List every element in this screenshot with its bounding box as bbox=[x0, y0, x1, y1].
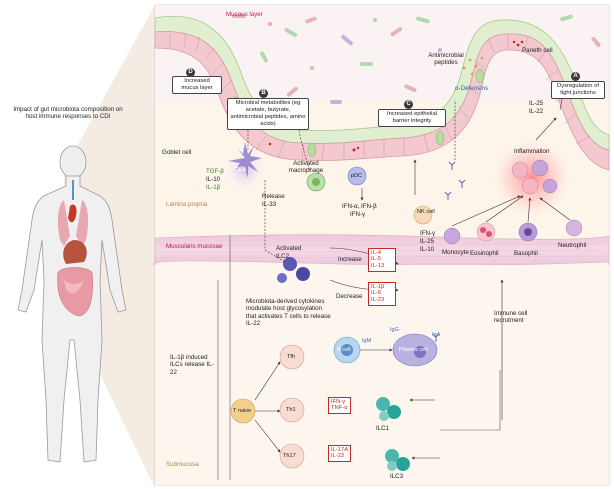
ilc1-label: ILC1 bbox=[376, 425, 390, 432]
monocyte-label: Monocyte bbox=[442, 249, 469, 256]
il25-top: IL-25 bbox=[529, 100, 544, 107]
t-naive-label: T naive bbox=[233, 408, 252, 414]
mucous-layer-label: Mucous layer bbox=[226, 11, 263, 18]
basophil-label: Basophil bbox=[514, 250, 538, 257]
ilc2-cell-label: ILC2 bbox=[305, 286, 317, 292]
il22-top: IL-22 bbox=[529, 108, 544, 115]
nk-label: NK cell bbox=[417, 209, 435, 215]
increase-label: Increase bbox=[338, 256, 362, 263]
neutrophil bbox=[565, 219, 583, 237]
submucosa-label: Submucosa bbox=[166, 461, 199, 468]
il10-label: IL-10 bbox=[206, 176, 221, 183]
tgf-label: TGF-β bbox=[206, 168, 224, 175]
box-microbial-metabolites: Microbial metabolites (eg acetate, butyr… bbox=[227, 98, 309, 130]
ilc2-activated-label: ILC2 bbox=[276, 253, 290, 260]
box-increased-mucus: Increased mucus layer bbox=[172, 76, 222, 94]
nk-il25: IL-25 bbox=[420, 238, 435, 245]
nk-cell bbox=[413, 205, 433, 225]
th17-label: Th17 bbox=[283, 453, 296, 459]
b-cell-label: B cell bbox=[337, 347, 351, 353]
box-epithelial-barrier: Increased epithelial barrier integrity bbox=[378, 109, 446, 127]
th17-cell bbox=[279, 443, 305, 469]
goblet-cell-label: Goblet cell bbox=[162, 149, 192, 156]
tfh-label: Tfh bbox=[287, 354, 296, 360]
recruitment-text: Immune cell recrutment bbox=[494, 310, 528, 325]
macrophage-label: Activated macrophage bbox=[288, 160, 324, 175]
badge-c: C bbox=[404, 100, 413, 109]
neutrophil-label: Neutrophil bbox=[558, 242, 587, 249]
goblet-cell-4 bbox=[475, 68, 485, 84]
decrease-label: Decrease bbox=[336, 293, 363, 300]
pdc-cell bbox=[347, 166, 367, 186]
pdc-label: pDC bbox=[351, 173, 363, 179]
il1b-label: IL-1β bbox=[206, 184, 221, 191]
goblet-cell-2 bbox=[307, 142, 317, 158]
ifn-alpha-beta: IFN-α, IFN-β bbox=[342, 203, 377, 210]
ilc3-label: ILC3 bbox=[390, 473, 404, 480]
muscularis-label: Muscularis mucosae bbox=[166, 243, 223, 250]
nk-il10: IL-10 bbox=[420, 246, 435, 253]
epithelium-layer bbox=[154, 31, 610, 171]
dcs-label: DCs bbox=[234, 166, 247, 173]
goblet-cell-3 bbox=[435, 130, 445, 146]
bacteria-group bbox=[232, 14, 601, 104]
lamina-propria-label: Lamina propria bbox=[166, 201, 208, 208]
box-tight-junctions: Dysregulation of tight junctions bbox=[551, 81, 605, 99]
microbiota-cytokines-text: Microbiota-derived cytokines modulate ho… bbox=[246, 298, 331, 328]
il33-label: IL-33 bbox=[262, 201, 277, 208]
paneth-cell-label: Paneth cell bbox=[522, 47, 553, 54]
badge-a: A bbox=[571, 72, 580, 81]
monocyte bbox=[443, 227, 461, 245]
plasma-cell-label: Plasma cell bbox=[399, 347, 428, 353]
iga-label: IgA bbox=[432, 332, 441, 338]
ifn-gamma-pdc: IFN-γ bbox=[350, 211, 366, 218]
antimicrobial-label: Antimicrobial peptides bbox=[428, 52, 464, 67]
th1-label: Th1 bbox=[286, 407, 296, 413]
release-label: Release bbox=[262, 193, 285, 200]
activated-label: Activated bbox=[276, 245, 302, 252]
inflammation-label: Inflammation bbox=[514, 148, 550, 155]
figure-title: Impact of gut microbiota composition on … bbox=[13, 106, 123, 121]
tfh-cell bbox=[279, 344, 305, 370]
igg-label: IgG bbox=[390, 327, 400, 333]
igm-label: IgM bbox=[362, 338, 372, 344]
defensins-label: α-Defensins bbox=[455, 85, 489, 92]
nk-ifn: IFN-γ bbox=[420, 230, 436, 237]
dendritic-cell bbox=[228, 142, 262, 178]
badge-b: B bbox=[259, 89, 268, 98]
badge-d: D bbox=[186, 68, 195, 77]
human-figure bbox=[17, 145, 127, 463]
eosinophil-label: Eosinophil bbox=[470, 250, 499, 257]
il1b-induced-text: IL-1β induced ILCs release IL-22 bbox=[170, 354, 214, 376]
eosinophil bbox=[476, 222, 496, 242]
